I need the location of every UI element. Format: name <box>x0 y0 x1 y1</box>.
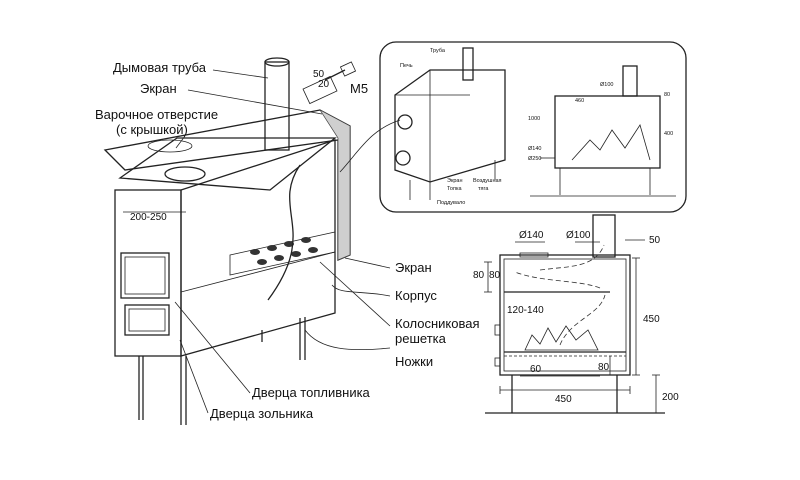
section-body <box>499 254 631 376</box>
screen-side <box>318 109 351 261</box>
cutaway-line <box>267 164 301 301</box>
label-legs: Ножки <box>395 354 433 369</box>
main-stove-drawing: 200-250 50 20 M5 Дымовая труба Экран Вар… <box>95 57 480 425</box>
gap-dim-label: 200-250 <box>130 212 167 223</box>
small-label-firebox: Топка <box>447 186 462 192</box>
small-door-top <box>397 114 413 130</box>
label-chimney: Дымовая труба <box>113 60 207 75</box>
section-fuel-door <box>494 324 501 336</box>
label-ash-door: Дверца зольника <box>210 406 314 421</box>
small-label-blower: Поддувало <box>437 200 465 206</box>
bolt-dim-1: 50 <box>313 69 325 80</box>
small-label-d100: Ø100 <box>600 82 613 88</box>
grate-edge <box>180 251 336 293</box>
grate-holes <box>250 237 318 265</box>
section-label-d140: Ø140 <box>519 230 544 241</box>
section-label-d100: Ø100 <box>566 230 591 241</box>
ash-door <box>124 304 170 336</box>
cooking-hole <box>164 166 206 182</box>
small-label-h400: 400 <box>664 131 673 137</box>
fuel-door <box>120 252 170 299</box>
small-view-frame <box>379 41 687 213</box>
label-screen-side: Экран <box>395 260 432 275</box>
small-label-d250: Ø250 <box>528 156 541 162</box>
body-side <box>180 139 336 357</box>
small-label-pipe: Труба <box>430 48 446 54</box>
section-fire <box>524 325 599 351</box>
small-label-h1000: 1000 <box>528 116 540 122</box>
small-label-w460: 460 <box>575 98 584 104</box>
bolt-label: M5 <box>350 81 368 96</box>
body-top <box>118 137 337 191</box>
small-pipe <box>462 47 474 81</box>
small-view-panel: Труба Печь Экран Топка Воздушная тяга По… <box>379 41 687 213</box>
small-section-fire <box>571 124 651 161</box>
label-grate-line1: Колосниковая <box>395 316 480 331</box>
small-label-air-gap-1: Воздушная <box>473 178 502 184</box>
label-grate-line2: решетка <box>395 331 447 346</box>
small-label-stove: Печь <box>400 63 413 69</box>
section-pipe <box>592 214 616 258</box>
small-section-body <box>554 95 661 169</box>
section-label-width: 450 <box>555 394 572 405</box>
small-label-air-gap-2: тяга <box>478 186 489 192</box>
small-label-d140: Ø140 <box>528 146 541 152</box>
label-screen-top: Экран <box>140 81 177 96</box>
section-label-h80a: 80 <box>473 270 485 281</box>
small-label-screen: Экран <box>447 178 463 184</box>
label-body: Корпус <box>395 288 437 303</box>
chimney-top <box>264 57 290 67</box>
small-door-bottom <box>395 150 411 166</box>
bolt-detail: 50 20 M5 <box>302 61 368 105</box>
section-label-gap: 120-140 <box>507 305 544 316</box>
small-section-pipe <box>622 65 638 97</box>
section-label-ash-h: 80 <box>598 362 610 373</box>
flow-arrow-3 <box>539 244 605 271</box>
bolt-dim-2: 20 <box>318 79 330 90</box>
flow-arrow-1 <box>559 294 606 346</box>
section-label-grate-h: 60 <box>530 364 542 375</box>
leader-lines <box>174 69 401 414</box>
label-cooking-hole-note: (с крышкой) <box>116 122 188 137</box>
cooking-hole-lid <box>147 139 193 153</box>
fuel-door-inner <box>124 256 166 295</box>
section-ash-door <box>494 357 501 367</box>
label-cooking-hole: Варочное отверстие <box>95 107 218 122</box>
section-label-legs-h: 200 <box>662 392 679 403</box>
section-label-h80b: 80 <box>489 270 501 281</box>
flow-arrow-2 <box>514 271 601 289</box>
label-fuel-door: Дверца топливника <box>252 385 371 400</box>
section-view: Ø140 Ø100 50 80 80 120-140 450 60 80 450… <box>473 214 679 414</box>
small-label-h80: 80 <box>664 92 670 98</box>
section-label-height: 450 <box>643 314 660 325</box>
section-dimensions <box>484 239 660 414</box>
grate-plate <box>229 231 336 276</box>
section-cooking-hole <box>519 252 549 258</box>
chimney <box>264 61 290 151</box>
section-label-top-offset: 50 <box>649 235 661 246</box>
ash-door-inner <box>128 308 166 332</box>
